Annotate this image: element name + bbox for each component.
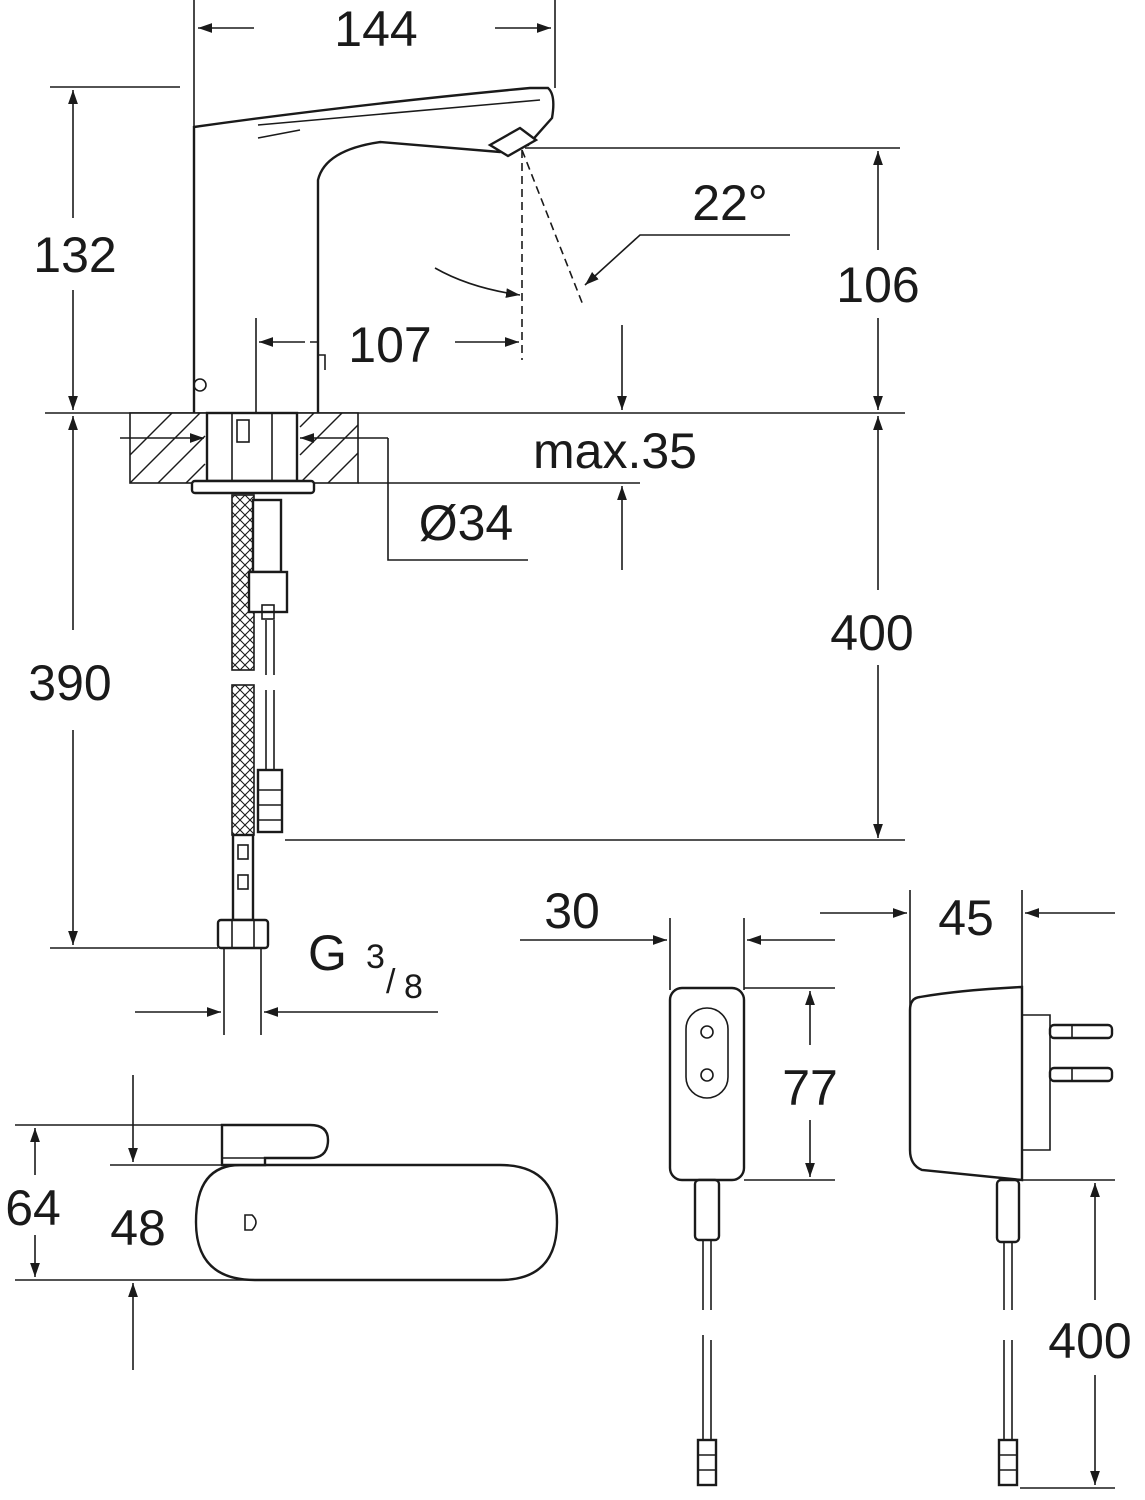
dim-adapter-height: 77 [782,1060,838,1116]
base-outline [194,1163,559,1282]
angle-leader [584,234,790,286]
dim-base-depth-total: 64 [5,1180,61,1236]
sensor-icon [193,378,207,392]
dim-spout-width: 144 [334,1,417,57]
dim-thread-prefix: G [308,925,347,981]
socket-outline [685,1007,729,1099]
adapter-front-body [668,986,746,1182]
dim-spray-angle: 22° [692,175,768,231]
power-adapter-side: 45 400 [820,890,1132,1489]
angle-arc [434,267,521,298]
spray-axis-angled [521,149,584,306]
deck-section [129,411,359,495]
faucet-body [192,86,555,413]
dim-thread-denominator: 8 [404,968,423,1006]
spout-edge [257,99,541,126]
sensor-cable [247,498,289,834]
socket-pin-icon [700,1068,714,1082]
aerator [487,126,539,158]
plug-pin-icon [1048,1066,1114,1083]
supply-hose [216,494,270,1035]
dim-spout-height: 106 [836,257,919,313]
adapter-side-body [908,985,1024,1182]
dim-adapter-width-side: 45 [938,890,994,946]
dim-cable-length: 400 [830,605,913,661]
dim-deck-thickness: max.35 [533,423,697,479]
lever [220,1123,330,1167]
dim-base-depth: 48 [110,1200,166,1256]
base-plan-view: 64 48 [5,1075,559,1370]
plug-pin-icon [1048,1023,1114,1040]
dim-thread-slash: / [386,963,396,1001]
dim-thread-numerator: 3 [366,938,385,976]
dim-reach: 107 [348,317,431,373]
dim-adapter-width-front: 30 [544,883,600,939]
socket-pin-icon [700,1025,714,1039]
dim-hose-length: 390 [28,655,111,711]
power-adapter-front: 30 77 [520,883,838,1487]
dim-adapter-cable-length: 400 [1048,1313,1131,1369]
dim-hole-diameter: Ø34 [419,495,514,551]
dim-tap-height: 132 [33,227,116,283]
faucet-elevation: 144 132 106 22° 107 [28,0,920,1035]
spout-underside [257,129,301,139]
